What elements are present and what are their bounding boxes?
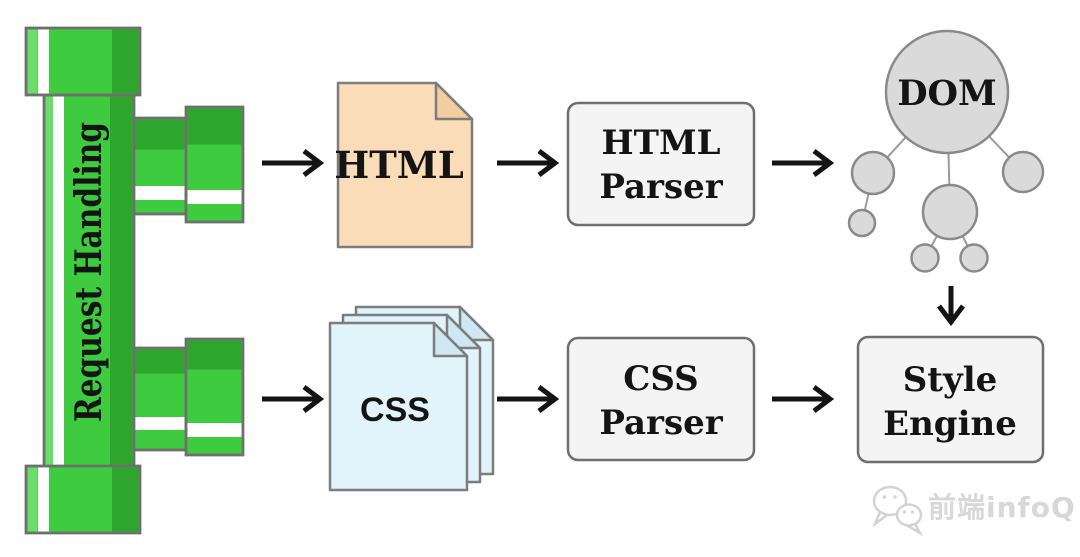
pipe-top-cap — [24, 26, 142, 97]
pipe-body-highlight — [45, 96, 54, 466]
pipe-upper-branch-shade — [126, 119, 185, 150]
html-parser-box: HTML Parser — [566, 101, 756, 227]
pipe-label: Request Handling — [68, 122, 110, 422]
pipe-upper-coupling-shade — [187, 108, 242, 145]
pipe-bottom-cap — [24, 464, 142, 535]
pipe-upper-coupling-edge — [184, 105, 245, 224]
pipe-body-shade — [110, 96, 133, 466]
dom-child-node — [1001, 150, 1045, 194]
style-engine-line2: Engine — [883, 404, 1017, 444]
dom-leaf-node — [847, 208, 877, 238]
wechat-bubble-small-tail — [904, 522, 924, 537]
wechat-eye — [882, 495, 887, 499]
css-doc-label: CSS — [360, 391, 430, 429]
pipe-top-cap-stripe — [38, 29, 49, 94]
dom-child-node — [921, 183, 979, 241]
watermark-text: 前端infoQ — [928, 491, 1076, 524]
html-doc-page — [336, 81, 474, 249]
pipe-top-cap-shade — [112, 29, 139, 94]
pipe-bottom-cap-edge — [24, 464, 142, 535]
css-page-middle-fold-icon — [445, 313, 482, 350]
pipe-top-cap-highlight — [27, 29, 38, 94]
html-doc-label: HTML — [334, 143, 463, 187]
pipe-lower-coupling — [184, 337, 245, 457]
pipe-bottom-cap-highlight — [27, 467, 38, 532]
style-engine-line1: Style — [903, 360, 998, 400]
html-parser-line2: Parser — [599, 167, 723, 207]
dom-root-node — [884, 29, 1010, 155]
wechat-bubble-small — [895, 503, 923, 527]
dom-label: DOM — [897, 73, 997, 114]
wechat-eye — [902, 510, 907, 514]
html-doc-fold-icon — [434, 81, 474, 121]
pipe-upper-coupling — [184, 105, 245, 224]
css-parser-box: CSS Parser — [566, 336, 756, 462]
arrow-pipe-to-html-icon — [262, 149, 325, 177]
watermark: 前端infoQ — [872, 485, 1076, 537]
pipe-lower-coupling-stripe — [187, 423, 242, 437]
html-parser-line1: HTML — [602, 123, 721, 163]
request-handling-pipe: Request Handling — [24, 26, 245, 535]
pipe-lower-coupling-edge — [184, 337, 245, 457]
style-engine-rect — [856, 335, 1045, 464]
arrow-css-to-parser — [497, 385, 560, 413]
css-page-front — [328, 321, 469, 492]
pipe-lower-branch-shade — [126, 349, 185, 374]
pipe-lower-branch-stripe — [126, 417, 185, 430]
pipe-upper-coupling-stripe — [187, 190, 242, 204]
css-parser-rect — [566, 336, 756, 462]
arrow-parser-to-dom — [772, 149, 835, 177]
pipe-upper-branch-stripe — [126, 186, 185, 200]
arrow-dom-to-style-engine — [937, 286, 965, 327]
dom-leaf-node — [910, 243, 940, 273]
css-page-back-fold-icon — [458, 305, 495, 342]
css-flow-row: CSS CSS Parser Style Engine — [262, 305, 1045, 492]
css-parser-line2: Parser — [599, 403, 723, 443]
pipe-body-stripe — [53, 96, 64, 466]
wechat-eye — [910, 510, 915, 514]
html-document-icon: HTML — [334, 81, 474, 249]
wechat-bubble-large — [872, 485, 908, 517]
html-parser-rect — [566, 101, 756, 227]
pipe-lower-coupling-shade — [187, 340, 242, 370]
html-flow-row: HTML HTML Parser — [262, 29, 1045, 273]
dom-leaf-node — [959, 243, 989, 273]
wechat-eye — [893, 495, 897, 499]
dom-child-node — [850, 150, 896, 196]
wechat-icon — [872, 485, 924, 537]
wechat-bubble-large-tail — [872, 510, 890, 528]
pipe-bottom-cap-stripe — [38, 467, 49, 532]
pipe-top-cap-edge — [24, 26, 142, 97]
pipe-bottom-cap-shade — [112, 467, 139, 532]
pipe-main-body — [42, 93, 136, 469]
arrow-html-to-parser — [497, 149, 560, 177]
css-stylesheet-stack: CSS — [328, 305, 495, 492]
arrow-pipe-to-css-icon — [262, 385, 325, 413]
css-page-front-shape — [328, 321, 469, 492]
css-parser-line1: CSS — [623, 359, 698, 399]
arrow-parser-to-style-engine — [772, 385, 835, 413]
css-page-front-fold-icon — [432, 321, 469, 358]
style-engine-box: Style Engine — [856, 335, 1045, 464]
dom-tree: DOM — [847, 29, 1045, 273]
